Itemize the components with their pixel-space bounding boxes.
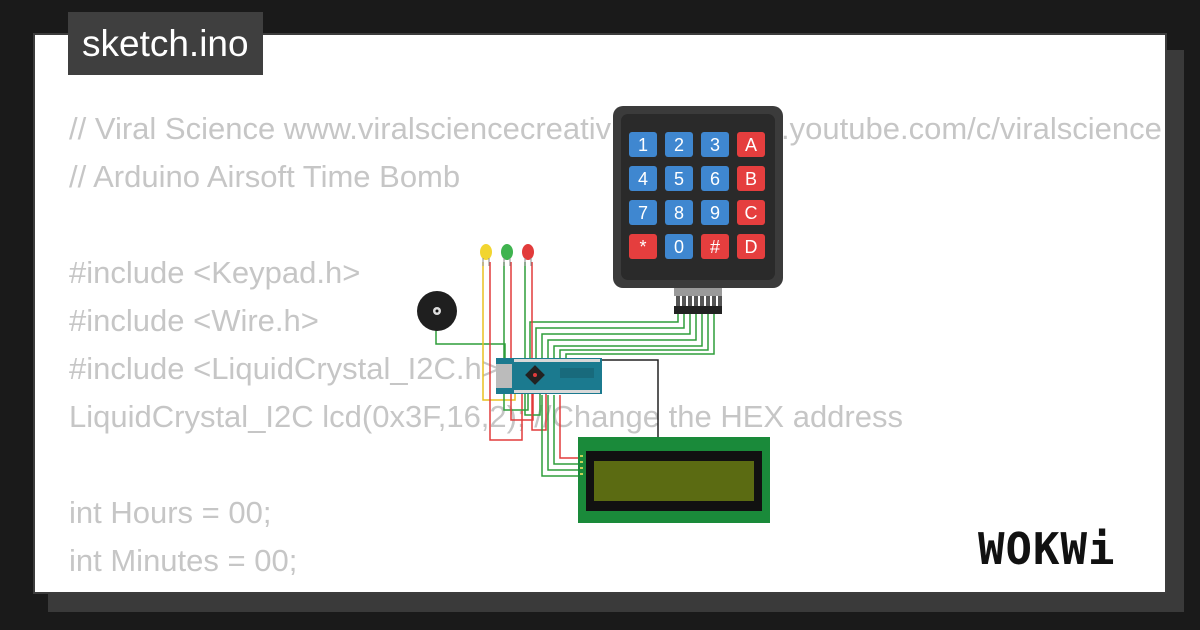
wokwi-logo: WOKWi (978, 524, 1115, 575)
code-line: #include <Keypad.h> (69, 255, 361, 290)
code-preview: // Viral Science www.viralsciencecreativ… (69, 105, 1162, 592)
code-line: #include <Wire.h> (69, 303, 319, 338)
code-line: #include <LiquidCrystal_I2C.h> (69, 351, 500, 386)
file-tab[interactable]: sketch.ino (68, 12, 263, 75)
preview-card: // Viral Science www.viralsciencecreativ… (33, 33, 1167, 594)
code-line: // Arduino Airsoft Time Bomb (69, 159, 461, 194)
code-line: int Minutes = 00; (69, 543, 298, 578)
code-line: int Seconds = 00; (69, 585, 1162, 592)
code-line: LiquidCrystal_I2C lcd(0x3F,16,2); //Chan… (69, 399, 903, 434)
code-line (69, 201, 1162, 249)
logo-text: WOKWi (978, 524, 1115, 575)
code-line (69, 441, 1162, 489)
code-line: int Hours = 00; (69, 495, 272, 530)
code-line: // Viral Science www.viralsciencecreativ… (69, 111, 1162, 146)
